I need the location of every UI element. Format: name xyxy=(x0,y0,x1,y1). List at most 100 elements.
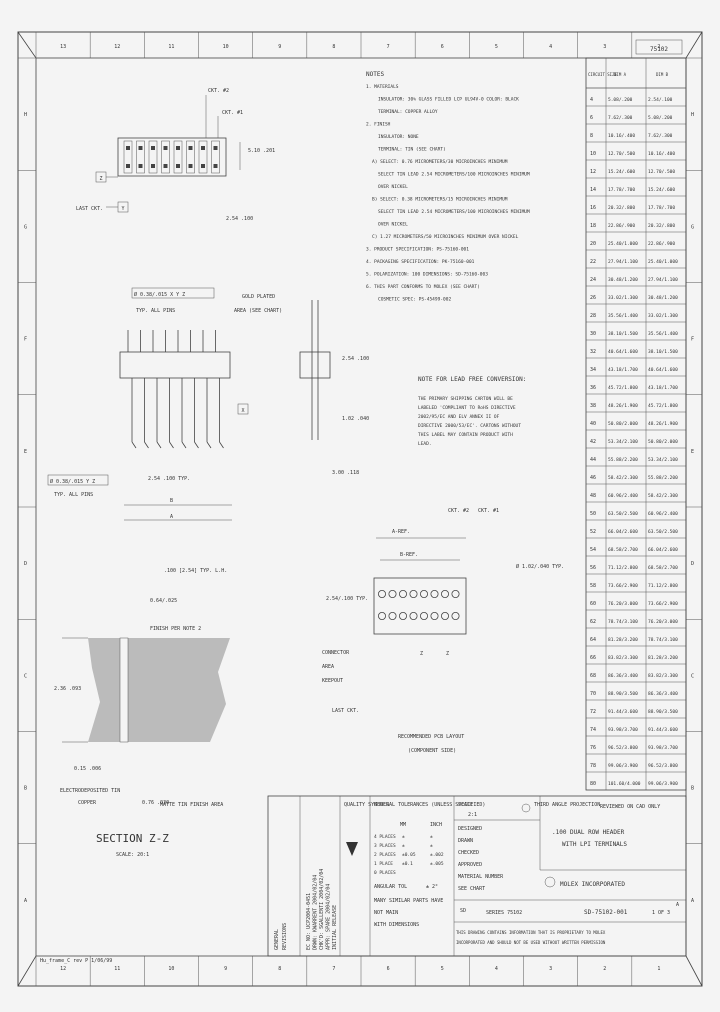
sec-dim-g: COPPER xyxy=(78,800,97,806)
revision-line: INITIAL RELEASE xyxy=(332,905,338,950)
header-top-body xyxy=(117,137,227,177)
confidential-a: THIS DRAWING CONTAINS INFORMATION THAT I… xyxy=(456,930,606,935)
confidential-b: INCORPORATED AND SHOULD NOT BE USED WITH… xyxy=(456,940,606,945)
pcb-hole xyxy=(451,612,460,621)
zone-side-left-F: F xyxy=(24,337,27,343)
dim-typ: 2.54 .100 TYP. xyxy=(148,476,190,482)
general-info-line: REVISIONS xyxy=(282,923,288,950)
typ-all-pins-b: TYP. ALL PINS xyxy=(54,492,93,498)
zone-side-right-F: F xyxy=(691,337,694,343)
pcb-ckt1: CKT. #1 xyxy=(478,508,499,514)
chart-cell-circuits: 60 xyxy=(590,601,596,607)
area-see-chart-label: AREA (SEE CHART) xyxy=(234,308,282,314)
header-front-body xyxy=(119,351,231,379)
pcb-z-a: Z xyxy=(420,651,423,657)
chart-cell-dim-b: 45.72/1.800 xyxy=(648,403,678,409)
third-angle: THIRD ANGLE PROJECTION xyxy=(534,802,600,808)
chart-cell-circuits: 6 xyxy=(590,115,593,121)
keepout-c: KEEPOUT xyxy=(322,678,343,684)
chart-cell-dim-b: 2.54/.100 xyxy=(648,97,673,103)
side-dim-b: 1.02 .040 xyxy=(342,416,369,422)
zone-top-13: 13 xyxy=(60,44,66,50)
chart-cell-dim-b: 91.44/3.600 xyxy=(648,727,678,733)
chart-cell-dim-b: 43.18/1.700 xyxy=(648,385,678,391)
tol-position-a: Ø 0.38/.015 X Y Z xyxy=(134,291,185,298)
chart-cell-dim-a: 68.58/2.700 xyxy=(608,547,638,553)
note-line: INSULATOR: NONE xyxy=(378,134,419,140)
note-line: OVER NICKEL xyxy=(378,222,408,228)
zone-side-left-E: E xyxy=(24,449,27,455)
section-title: SECTION Z-Z xyxy=(96,832,169,845)
chart-cell-dim-b: 86.36/3.400 xyxy=(648,691,678,697)
dim-b-label: B xyxy=(170,498,173,504)
top-pin xyxy=(198,140,208,174)
chart-cell-dim-a: 33.02/1.300 xyxy=(608,295,638,301)
zone-top-9: 9 xyxy=(278,44,281,50)
chart-cell-circuits: 72 xyxy=(590,709,596,715)
pcb-hole xyxy=(451,590,460,599)
lead-free-line: LABELED 'COMPLIANT TO RoHS DIRECTIVE xyxy=(418,405,516,411)
chart-cell-dim-b: 93.98/3.700 xyxy=(648,745,678,751)
revision-line: APPR: SPARE 2004/02/04 xyxy=(326,884,332,950)
zone-bottom-12: 12 xyxy=(60,966,66,972)
tol-place-label: 1 PLACE xyxy=(374,861,393,867)
pcb-z-b: Z xyxy=(446,651,449,657)
chart-cell-dim-a: 96.52/3.800 xyxy=(608,745,638,751)
company-name: MOLEX INCORPORATED xyxy=(560,881,625,888)
revision-line: DRWN: KWARRENT 2004/02/04 xyxy=(313,875,319,950)
chart-cell-dim-b: 38.10/1.500 xyxy=(648,349,678,355)
zone-side-left-B: B xyxy=(24,786,27,792)
zone-top-6: 6 xyxy=(441,44,444,50)
chart-cell-dim-b: 40.64/1.600 xyxy=(648,367,678,373)
chart-cell-dim-a: 20.32/.800 xyxy=(608,205,635,211)
sec-dim-a: .100 [2.54] TYP. L.H. xyxy=(164,568,227,574)
zone-side-left-G: G xyxy=(24,224,27,230)
chart-cell-dim-a: 35.56/1.400 xyxy=(608,313,638,319)
tol-place-label: 0 PLACES xyxy=(374,870,396,876)
chart-cell-dim-a: 43.18/1.700 xyxy=(608,367,638,373)
chart-cell-circuits: 12 xyxy=(590,169,596,175)
note-line: TERMINAL: COPPER ALLOY xyxy=(378,109,438,115)
pcb-typ: Ø 1.02/.040 TYP. xyxy=(516,563,564,570)
pcb-hole xyxy=(377,590,386,599)
chart-cell-circuits: 42 xyxy=(590,439,596,445)
chart-cell-circuits: 58 xyxy=(590,583,596,589)
chart-cell-circuits: 54 xyxy=(590,547,596,553)
chart-cell-dim-b: 50.80/2.000 xyxy=(648,439,678,445)
chart-cell-circuits: 24 xyxy=(590,277,596,283)
zone-side-right-C: C xyxy=(691,673,694,679)
datum-x: X xyxy=(241,408,244,414)
chart-cell-circuits: 28 xyxy=(590,313,596,319)
zone-top-3: 3 xyxy=(603,44,606,50)
chart-cell-dim-a: 88.90/3.500 xyxy=(608,691,638,697)
chart-cell-dim-b: 63.50/2.500 xyxy=(648,529,678,535)
pcb-hole xyxy=(419,612,428,621)
chart-cell-circuits: 64 xyxy=(590,637,596,643)
side-dim-a: 2.54 .100 xyxy=(342,356,369,362)
zone-bottom-8: 8 xyxy=(278,966,281,972)
zone-top-10: 10 xyxy=(223,44,229,50)
typ-all-pins-a: TYP. ALL PINS xyxy=(136,308,175,314)
sec-dim-f: ELECTRODEPOSITED TIN xyxy=(60,788,120,794)
chart-cell-dim-a: 83.82/3.300 xyxy=(608,655,638,661)
chart-cell-circuits: 26 xyxy=(590,295,596,301)
ckt2-top-label: CKT. #2 xyxy=(208,88,229,94)
chart-cell-circuits: 30 xyxy=(590,331,596,337)
inch-label: INCH xyxy=(430,822,442,828)
lead-free-line: THE PRIMARY SHIPPING CARTON WILL BE xyxy=(418,396,513,402)
